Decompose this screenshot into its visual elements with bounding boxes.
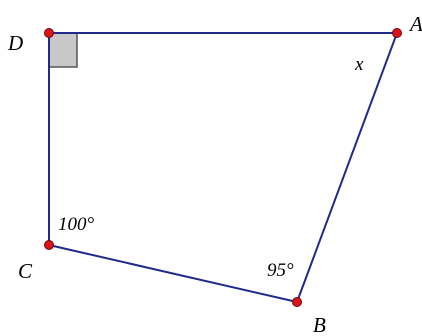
edge-bc [48,244,298,303]
vertex-d-point [44,28,54,38]
angle-a-label: x [354,54,364,75]
vertex-a-point [392,28,402,38]
vertex-b-point [292,297,302,307]
edge-ab [296,32,398,303]
vertex-c-point [44,240,54,250]
vertex-c-label: C [18,259,33,283]
vertex-d-label: D [7,31,23,55]
vertex-b-label: B [313,313,326,336]
angle-b-label: 95° [267,260,294,281]
vertex-a-label: A [408,12,422,36]
angle-c-label: 100° [58,214,95,235]
right-angle-marker-d [48,32,78,68]
